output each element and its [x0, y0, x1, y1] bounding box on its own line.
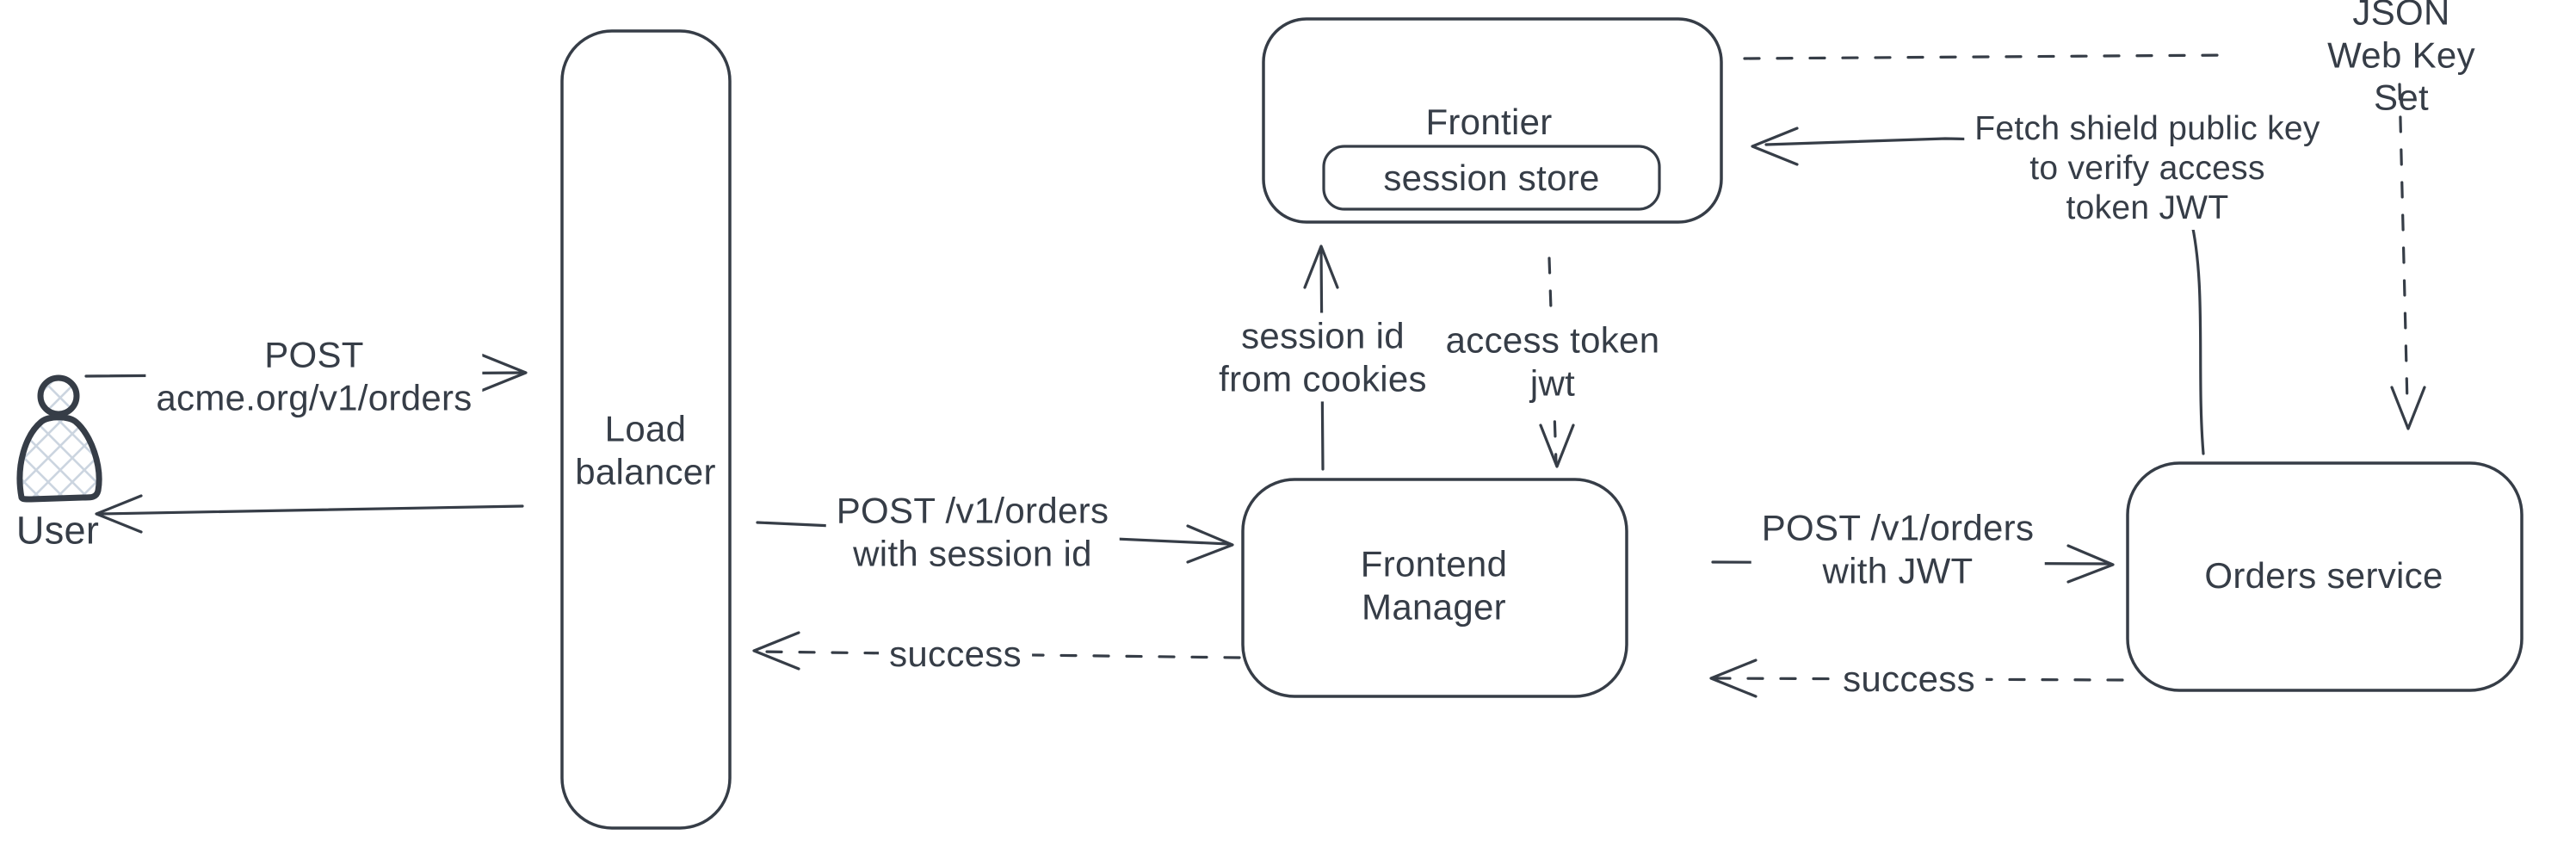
edge-load-balancer-to-user[interactable]: [95, 494, 524, 534]
edge-label-post-acme-orders[interactable]: POST acme.org/v1/orders: [145, 331, 483, 421]
user-figure-icon[interactable]: [16, 374, 102, 503]
orders-service-box[interactable]: [2126, 461, 2523, 692]
session-store-label[interactable]: session store: [1383, 158, 1600, 199]
edge-label-access-token-jwt[interactable]: access token jwt: [1435, 317, 1671, 406]
user-label[interactable]: User: [15, 508, 100, 553]
frontier-label[interactable]: Frontier: [1425, 102, 1553, 143]
edge-label-session-id-from-cookies[interactable]: session id from cookies: [1208, 312, 1437, 402]
edge-label-success-left[interactable]: success: [879, 631, 1032, 677]
frontend-manager-box[interactable]: [1241, 478, 1628, 698]
session-store-box[interactable]: [1322, 145, 1661, 211]
frontend-manager-label[interactable]: Frontend Manager: [1360, 543, 1508, 627]
edge-label-post-orders-jwt[interactable]: POST /v1/orders with JWT: [1751, 504, 2045, 594]
load-balancer-box[interactable]: [560, 29, 732, 830]
load-balancer-label[interactable]: Load balancer: [575, 408, 716, 492]
edge-frontier-to-jwks[interactable]: [1743, 53, 2231, 60]
orders-service-label[interactable]: Orders service: [2204, 555, 2443, 597]
edge-label-fetch-shield-public-key[interactable]: Fetch shield public key to verify access…: [1964, 107, 2331, 231]
edge-label-success-right[interactable]: success: [1832, 656, 1986, 702]
edge-label-post-orders-session-id[interactable]: POST /v1/orders with session id: [825, 487, 1120, 577]
edge-jwks-to-orders-service[interactable]: [2390, 83, 2426, 430]
jwks-label[interactable]: JSON Web Key Set: [2327, 0, 2475, 118]
